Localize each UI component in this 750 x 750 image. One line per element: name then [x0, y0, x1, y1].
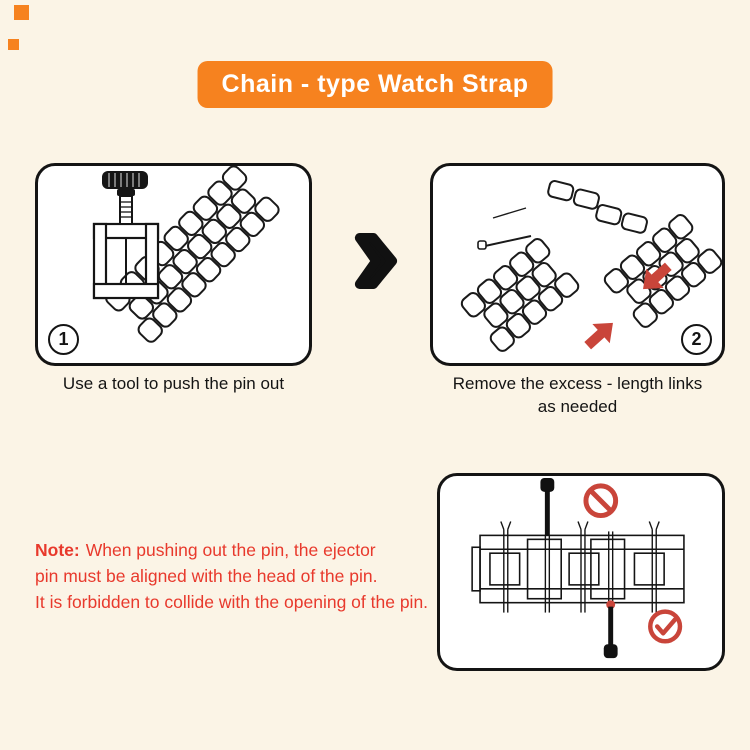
band-cross-section — [471, 534, 685, 604]
step1-number-badge: 1 — [48, 324, 79, 355]
note-text: Note:When pushing out the pin, the eject… — [35, 537, 455, 615]
prohibition-icon — [583, 483, 619, 519]
check-icon — [648, 609, 683, 644]
band-pin — [477, 207, 532, 250]
step2-caption: Remove the excess - length links as need… — [452, 374, 703, 416]
remove-links-illustration — [458, 180, 722, 356]
tool-push-pin-illustration — [92, 166, 283, 346]
ejected-pin-bottom — [603, 600, 618, 659]
band-piece-left — [458, 235, 582, 355]
title-banner: Chain - type Watch Strap — [197, 61, 553, 108]
knurled-knob — [102, 171, 148, 189]
loose-link — [595, 204, 648, 234]
red-arrow-up-right-icon — [579, 313, 622, 356]
note-label: Note: — [35, 540, 80, 560]
link-remover-tool — [92, 171, 160, 300]
note-line: It is forbidden to collide with the open… — [35, 592, 429, 612]
loose-link — [547, 180, 600, 210]
chevron-right-icon — [351, 231, 401, 291]
step2-panel: 2 — [430, 163, 725, 366]
decoration-square — [14, 5, 29, 20]
ejector-pin-top — [540, 477, 555, 536]
step1-caption: Use a tool to push the pin out — [62, 374, 285, 393]
step2-number-badge: 2 — [681, 324, 712, 355]
note-line: pin must be aligned with the head of the… — [35, 566, 378, 586]
standard-pins — [500, 521, 660, 613]
pin-alignment-panel — [437, 473, 725, 671]
note-line: Note:When pushing out the pin, the eject… — [35, 540, 376, 560]
pin-alignment-illustration — [471, 477, 685, 659]
decoration-square — [8, 39, 19, 50]
page-title: Chain - type Watch Strap — [221, 70, 529, 98]
step1-panel: 1 — [35, 163, 312, 366]
